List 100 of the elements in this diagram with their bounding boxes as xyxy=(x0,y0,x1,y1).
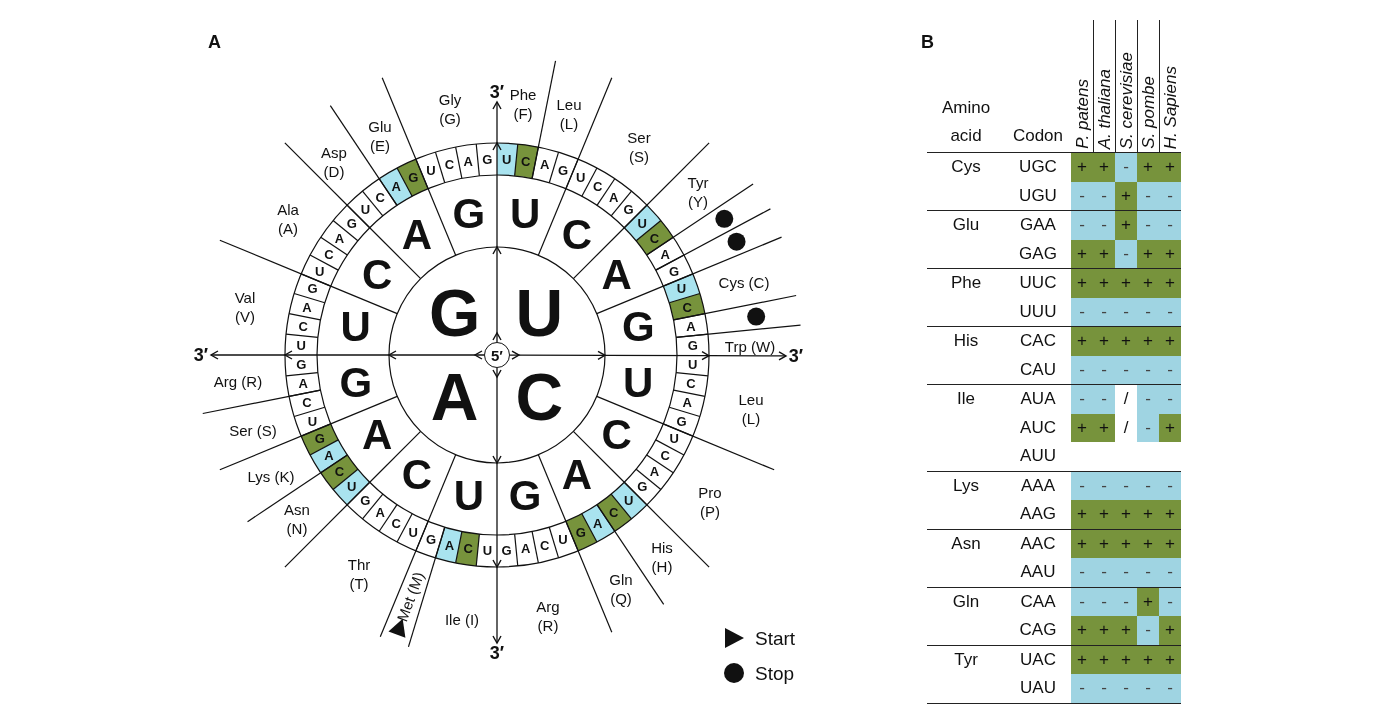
codon-name: AAA xyxy=(1020,474,1056,497)
third-base-letter: A xyxy=(538,157,552,172)
result-cell: + xyxy=(1093,239,1115,268)
result-cell: + xyxy=(1115,269,1137,298)
second-base-letter: C xyxy=(598,415,635,455)
result-cell: + xyxy=(1071,269,1093,298)
result-cell: - xyxy=(1159,211,1181,240)
first-base-letter: U xyxy=(509,280,570,345)
result-cell: - xyxy=(1159,355,1181,384)
amino-acid-name: Asn xyxy=(950,532,982,555)
second-base-letter: G xyxy=(507,476,544,517)
third-base-letter: A xyxy=(442,538,456,553)
result-cell: - xyxy=(1071,587,1093,616)
amino-acid-label: Ser (S) xyxy=(626,129,652,167)
result-cell: - xyxy=(1159,674,1181,703)
result-cell: - xyxy=(1071,297,1093,326)
result-cell: + xyxy=(1137,500,1159,529)
result-cell: - xyxy=(1115,674,1137,703)
result-cell: - xyxy=(1071,355,1093,384)
third-base-letter: U xyxy=(675,281,689,296)
third-base-letter: U xyxy=(424,163,438,178)
result-cell: + xyxy=(1115,500,1137,529)
third-base-letter: U xyxy=(686,357,700,372)
codon-name: GAA xyxy=(1019,214,1057,237)
three-prime-label: 3′ xyxy=(191,345,211,365)
first-base-letter: G xyxy=(424,280,485,345)
amino-acid-name: Tyr xyxy=(953,648,979,671)
codon-name: UGU xyxy=(1018,184,1058,207)
result-cell: + xyxy=(1137,327,1159,356)
result-cell: - xyxy=(1071,558,1093,587)
third-base-letter: A xyxy=(591,516,605,531)
result-cell: - xyxy=(1137,355,1159,384)
amino-acid-name: Ile xyxy=(956,388,976,411)
result-cell: + xyxy=(1115,211,1137,240)
third-base-letter: U xyxy=(305,414,319,428)
second-base-letter: U xyxy=(450,476,487,517)
species-header: S. cerevisiae xyxy=(1116,51,1137,151)
axis-arrow xyxy=(509,350,788,361)
codon-name: UAC xyxy=(1019,648,1057,671)
third-base-letter: A xyxy=(680,395,694,410)
result-cell: - xyxy=(1137,181,1159,210)
result-cell: + xyxy=(1115,616,1137,645)
result-cell: - xyxy=(1115,153,1137,182)
result-cell-text: / xyxy=(1122,416,1130,439)
result-cell: + xyxy=(1137,269,1159,298)
third-base-letter: C xyxy=(684,376,698,391)
result-cell: - xyxy=(1071,471,1093,500)
result-cell: + xyxy=(1071,239,1093,268)
second-base-letter: U xyxy=(620,363,657,404)
result-cell: + xyxy=(1137,529,1159,558)
third-base-letter: G xyxy=(345,216,359,231)
result-cell: + xyxy=(1093,153,1115,182)
panel-letter: B xyxy=(921,33,934,51)
result-cell: + xyxy=(1093,645,1115,674)
result-cell: - xyxy=(1071,211,1093,240)
result-cell: + xyxy=(1159,269,1181,298)
result-cell: - xyxy=(1159,385,1181,414)
third-base-letter: A xyxy=(296,376,310,391)
result-cell: + xyxy=(1093,616,1115,645)
third-base-letter: A xyxy=(607,190,621,205)
result-cell: + xyxy=(1159,239,1181,268)
third-base-letter: A xyxy=(389,179,403,194)
third-base-letter: A xyxy=(647,464,661,479)
result-cell: - xyxy=(1159,181,1181,210)
amino-acid-name: Cys xyxy=(950,156,982,179)
species-header: A. thaliana xyxy=(1094,68,1115,152)
third-base-letter: G xyxy=(500,543,514,558)
third-base-letter: G xyxy=(686,338,700,353)
third-base-letter: A xyxy=(658,247,672,262)
result-cell: + xyxy=(1159,153,1181,182)
result-cell: + xyxy=(1159,500,1181,529)
result-cell: - xyxy=(1159,471,1181,500)
result-cell-text: / xyxy=(1122,388,1130,411)
codon-name: CAC xyxy=(1019,330,1057,353)
third-base-letter: G xyxy=(424,532,438,547)
second-base-letter: G xyxy=(620,306,657,347)
result-cell: + xyxy=(1159,645,1181,674)
third-base-letter: A xyxy=(461,154,475,169)
amino-acid-name: Glu xyxy=(951,214,981,237)
third-base-letter: C xyxy=(322,247,336,262)
third-base-letter: U xyxy=(294,338,308,353)
amino-acid-name: Lys xyxy=(952,474,980,497)
column-header: Amino acid xyxy=(940,97,992,147)
third-base-letter: G xyxy=(556,163,570,178)
codon-name: AAC xyxy=(1019,532,1057,555)
three-prime-label: 3′ xyxy=(487,82,507,102)
result-cell: + xyxy=(1115,327,1137,356)
result-cell: + xyxy=(1115,529,1137,558)
three-prime-label: 3′ xyxy=(487,643,507,663)
codon-name: AUC xyxy=(1019,416,1057,439)
amino-acid-label: Asn (N) xyxy=(283,501,311,539)
third-base-letter: G xyxy=(480,152,494,167)
third-base-letter: U xyxy=(480,543,494,558)
result-cell: - xyxy=(1159,297,1181,326)
result-cell: - xyxy=(1093,587,1115,616)
result-cell: - xyxy=(1093,471,1115,500)
codon-name: CAA xyxy=(1019,590,1057,613)
third-base-letter: G xyxy=(574,525,588,540)
amino-acid-label: Ala (A) xyxy=(276,201,300,239)
result-cell: - xyxy=(1115,239,1137,268)
